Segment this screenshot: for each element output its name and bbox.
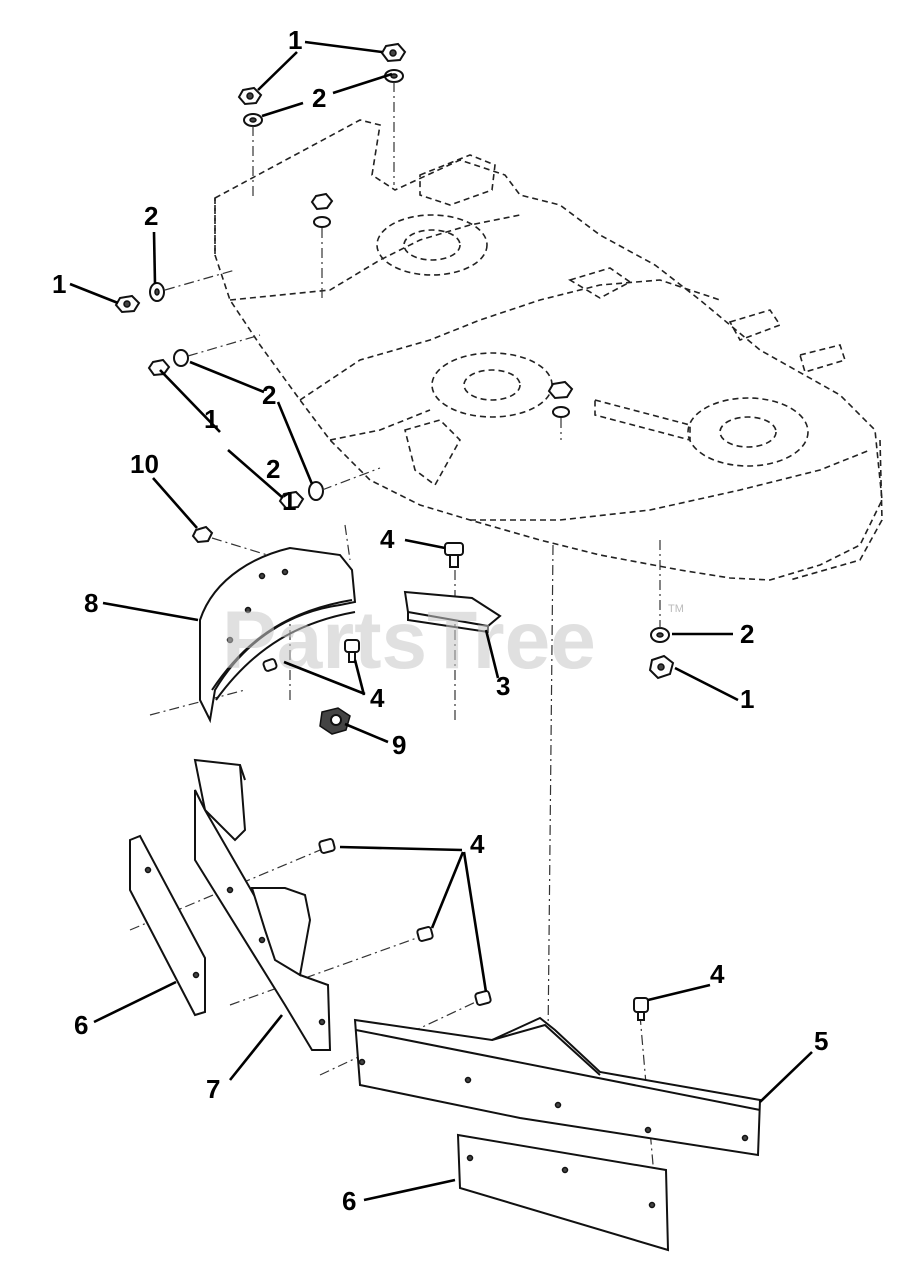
callout-3: 3 [496, 671, 510, 701]
bolt-chute-b [262, 658, 278, 672]
callout-6-front: 6 [342, 1186, 356, 1216]
hardware-lower-nut [278, 490, 305, 510]
callout-6-left: 6 [74, 1010, 88, 1040]
leader-lines [69, 40, 813, 1202]
watermark-text: PartsTree [222, 595, 596, 686]
callout-labels: 1 2 1 2 2 1 1 2 10 4 2 1 8 4 3 9 4 6 7 4… [52, 25, 828, 1216]
hardware-mid-washer [313, 216, 331, 228]
callout-1-left: 1 [52, 269, 66, 299]
spring-part-9 [319, 707, 351, 735]
hardware-right-nut [648, 654, 675, 680]
hardware-small-nut-10 [191, 525, 214, 544]
callout-4-chute: 4 [370, 683, 385, 713]
callout-2-mid: 2 [262, 380, 276, 410]
hardware-right-washer [650, 627, 670, 643]
callout-1-lower: 1 [282, 486, 296, 516]
callout-4-lower: 4 [470, 829, 485, 859]
front-baffle-part-5 [353, 1016, 762, 1157]
callout-9: 9 [392, 730, 406, 760]
hardware-deck-washer [552, 406, 570, 418]
hardware-pair-nut [147, 358, 171, 377]
callout-1-top: 1 [288, 25, 302, 55]
discharge-chute-part-8 [199, 546, 357, 724]
plate-front-part-6 [456, 1133, 670, 1252]
mower-deck-outline [214, 119, 883, 581]
hardware-left-washer [243, 113, 263, 127]
watermark-trademark: TM [668, 603, 684, 615]
callout-2-lower: 2 [266, 454, 280, 484]
hardware-mid-nut [310, 192, 334, 211]
hardware-left-nut [237, 86, 263, 106]
bolt-lower-a [318, 838, 336, 854]
bolt-lower-c [474, 990, 492, 1006]
callout-8: 8 [84, 588, 98, 618]
callout-4-right: 4 [710, 959, 725, 989]
hardware-deck-nut [547, 380, 574, 400]
callout-10: 10 [130, 449, 159, 479]
callout-5: 5 [814, 1026, 828, 1056]
bolt-bracket [444, 542, 464, 568]
plate-left-part-6 [129, 834, 206, 1017]
bolt-lower-b [416, 926, 434, 942]
callout-2-right: 2 [740, 619, 754, 649]
callout-2-left: 2 [144, 201, 158, 231]
hardware-top-nut [380, 42, 407, 63]
hardware-side-washer [149, 282, 165, 302]
bolt-lower-d [633, 997, 649, 1021]
bolt-chute-a [344, 639, 360, 663]
callout-1-mid: 1 [204, 404, 218, 434]
callout-1-right: 1 [740, 684, 754, 714]
callout-4-bracket: 4 [380, 524, 395, 554]
hardware-lower-washer [308, 481, 324, 501]
hardware-side-nut [114, 294, 141, 314]
hardware-top-washer [384, 69, 404, 83]
hardware-pair-washer [173, 349, 189, 367]
bracket-part-3 [403, 590, 502, 634]
side-baffle-part-7 [193, 758, 332, 1051]
callout-2-top: 2 [312, 83, 326, 113]
callout-7: 7 [206, 1074, 220, 1104]
